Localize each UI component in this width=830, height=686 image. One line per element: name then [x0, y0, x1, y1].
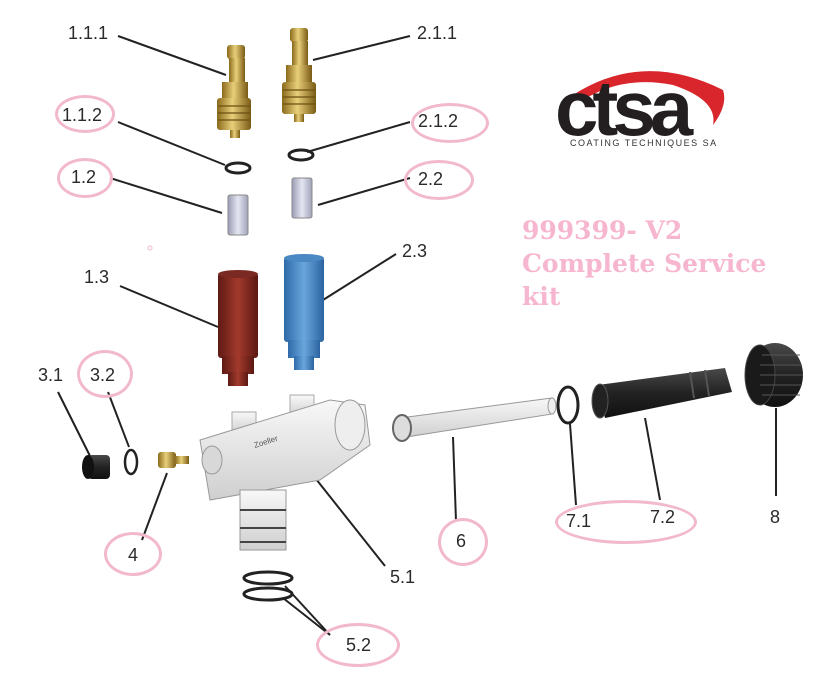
callout-1-1-2: 1.1.2 — [62, 105, 103, 125]
callout-3-2: 3.2 — [90, 365, 116, 385]
kit-title: 999399- V2 Complete Service kit — [522, 214, 766, 313]
callout-8: 8 — [770, 507, 781, 527]
valve-cartridge-1-1-1 — [217, 45, 251, 138]
nozzle-4 — [158, 452, 189, 468]
callout-5-2: 5.2 — [346, 635, 372, 655]
callout-5-1: 5.1 — [390, 567, 416, 587]
callout-2-3: 2.3 — [402, 241, 428, 261]
highlight-ring-1-2 — [57, 158, 113, 198]
callout-1-3: 1.3 — [84, 267, 110, 287]
connector-7-2 — [591, 368, 732, 419]
callout-7-1: 7.1 — [566, 511, 592, 531]
o-ring-7-1 — [556, 385, 580, 425]
leader-lines — [57, 35, 777, 636]
valve-cartridge-2-1-1 — [282, 28, 316, 122]
ctsa-logo: ctsa — [553, 55, 728, 155]
highlight-ring-3-2 — [77, 350, 133, 398]
highlight-ring-4 — [104, 532, 162, 576]
manifold-body-5-1: Zoeller — [199, 394, 371, 551]
logo-text: ctsa — [555, 64, 694, 152]
o-ring-5-2a — [242, 570, 294, 586]
highlight-ring-6 — [438, 518, 488, 566]
highlight-ring-1-1-2 — [55, 95, 115, 133]
o-ring-5-2b — [242, 586, 294, 602]
plug-3-1 — [82, 455, 110, 479]
o-ring-1-1-2 — [224, 161, 252, 175]
red-tube-1-3 — [218, 270, 258, 386]
callout-1-1-1: 1.1.1 — [68, 23, 109, 43]
tube-6 — [392, 397, 557, 442]
callout-7-2: 7.2 — [650, 507, 676, 527]
kit-name: Complete Service — [522, 249, 767, 278]
o-ring-3-2 — [123, 448, 139, 476]
blue-tube-2-3 — [284, 254, 324, 370]
highlight-ring-7 — [555, 500, 697, 544]
o-ring-2-1-2 — [287, 148, 315, 162]
logo-subtitle: COATING TECHNIQUES SA — [570, 138, 718, 148]
kit-name-suffix: kit — [522, 282, 561, 311]
callout-6: 6 — [456, 531, 467, 551]
callout-4: 4 — [128, 545, 139, 565]
callout-2-2: 2.2 — [418, 169, 444, 189]
highlight-ring-2-2 — [404, 160, 474, 200]
spacer-1-2 — [227, 194, 249, 236]
nut-8 — [744, 343, 803, 407]
callout-2-1-2: 2.1.2 — [418, 111, 459, 131]
highlight-ring-2-1-2 — [411, 103, 489, 143]
callout-2-1-1: 2.1.1 — [417, 23, 458, 43]
kit-part-number: 999399- V2 — [522, 216, 683, 245]
highlight-ring-5-2 — [316, 623, 400, 667]
callout-3-1: 3.1 — [38, 365, 64, 385]
callout-1-2: 1.2 — [71, 167, 97, 187]
spacer-2-2 — [291, 177, 313, 219]
